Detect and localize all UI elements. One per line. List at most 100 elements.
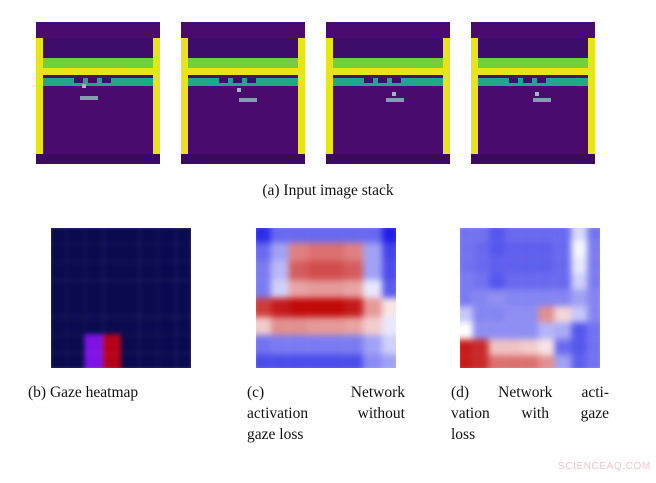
heat-cell [175,298,191,317]
heat-cell [381,298,396,317]
heat-cell [460,306,473,323]
heat-cell [121,279,140,298]
heat-cell [554,355,572,368]
heat-cell [460,322,473,340]
heat-cell [488,240,506,257]
heat-cell [84,279,103,298]
heat-cell [84,261,103,280]
score-band [43,38,153,58]
heat-cell [381,260,396,280]
heat-cell [175,316,191,335]
heat-cell [307,279,326,298]
heat-cell [288,260,308,280]
heat-cell [538,289,555,307]
brick-gap [378,78,387,83]
heat-cell [270,279,289,298]
score-bar [471,22,595,38]
heat-cell [288,279,308,298]
heat-cell [307,335,326,354]
game-frame-2 [181,22,305,164]
heat-cell [521,240,539,257]
heat-cell [472,355,489,368]
heat-cell [102,243,121,262]
brick-gap [537,78,546,83]
heat-cell [381,335,396,354]
heat-cell [505,228,522,241]
caption-b-line-1: (b) Gaze heatmap [28,384,139,401]
heat-cell [505,256,522,274]
heat-cell [381,353,396,368]
heat-cell [554,289,572,307]
heat-cell [51,298,67,317]
heat-cell [344,316,364,336]
heat-cell [326,298,345,317]
heat-cell [571,228,588,241]
heat-cell [84,243,103,262]
heat-cell [84,352,103,368]
heat-cell [139,334,158,353]
heat-cell [344,228,364,243]
brick-row-teal [333,78,443,86]
heat-cell [102,316,121,335]
heat-cell [139,316,158,335]
heat-cell [521,228,539,241]
ball [392,92,396,96]
heat-cell [84,228,103,244]
heat-cell [538,306,555,323]
heat-cell [571,355,588,368]
heat-cell [521,339,539,356]
caption-c-line-3: gaze loss [247,426,304,443]
heat-cell [270,316,289,336]
heat-cell [288,242,308,261]
score-bar [181,22,305,38]
score-band [333,38,443,58]
heat-cell [460,256,473,274]
heat-cell [363,353,382,368]
heat-cell [102,352,121,368]
brick-gap [247,78,256,83]
heat-cell [571,256,588,274]
heat-cell [307,298,326,317]
heat-cell [139,261,158,280]
heat-cell [256,279,271,298]
activation-without-gaze-loss-grid [256,228,396,368]
heat-cell [256,353,271,368]
heat-cell [554,273,572,290]
heat-cell [51,261,67,280]
heat-cell [256,335,271,354]
heat-cell [157,243,176,262]
heat-cell [326,335,345,354]
heat-cell [344,260,364,280]
heat-cell [307,242,326,261]
brick-row-green [333,58,443,68]
score-bar [36,22,160,38]
caption-d-line-2: vation with gaze [451,405,609,422]
heat-cell [571,289,588,307]
heat-cell [363,335,382,354]
heat-cell [139,279,158,298]
activation-without-gaze-loss-panel [256,228,396,368]
heat-cell [587,355,600,368]
heat-cell [175,243,191,262]
heat-cell [175,228,191,244]
heat-cell [66,316,85,335]
heat-cell [84,298,103,317]
heat-cell [505,273,522,290]
heat-cell [554,322,572,340]
heat-cell [538,339,555,356]
wall-right [588,38,595,154]
heat-cell [256,260,271,280]
heat-cell [256,228,271,243]
heat-cell [488,322,506,340]
heat-cell [538,273,555,290]
heat-cell [256,242,271,261]
playfield [333,86,443,154]
wall-right [153,38,160,154]
frame-bottom [471,154,595,164]
heat-cell [288,316,308,336]
heat-cell [505,339,522,356]
heat-cell [554,339,572,356]
heat-cell [51,352,67,368]
heat-cell [307,228,326,243]
heat-cell [256,316,271,336]
